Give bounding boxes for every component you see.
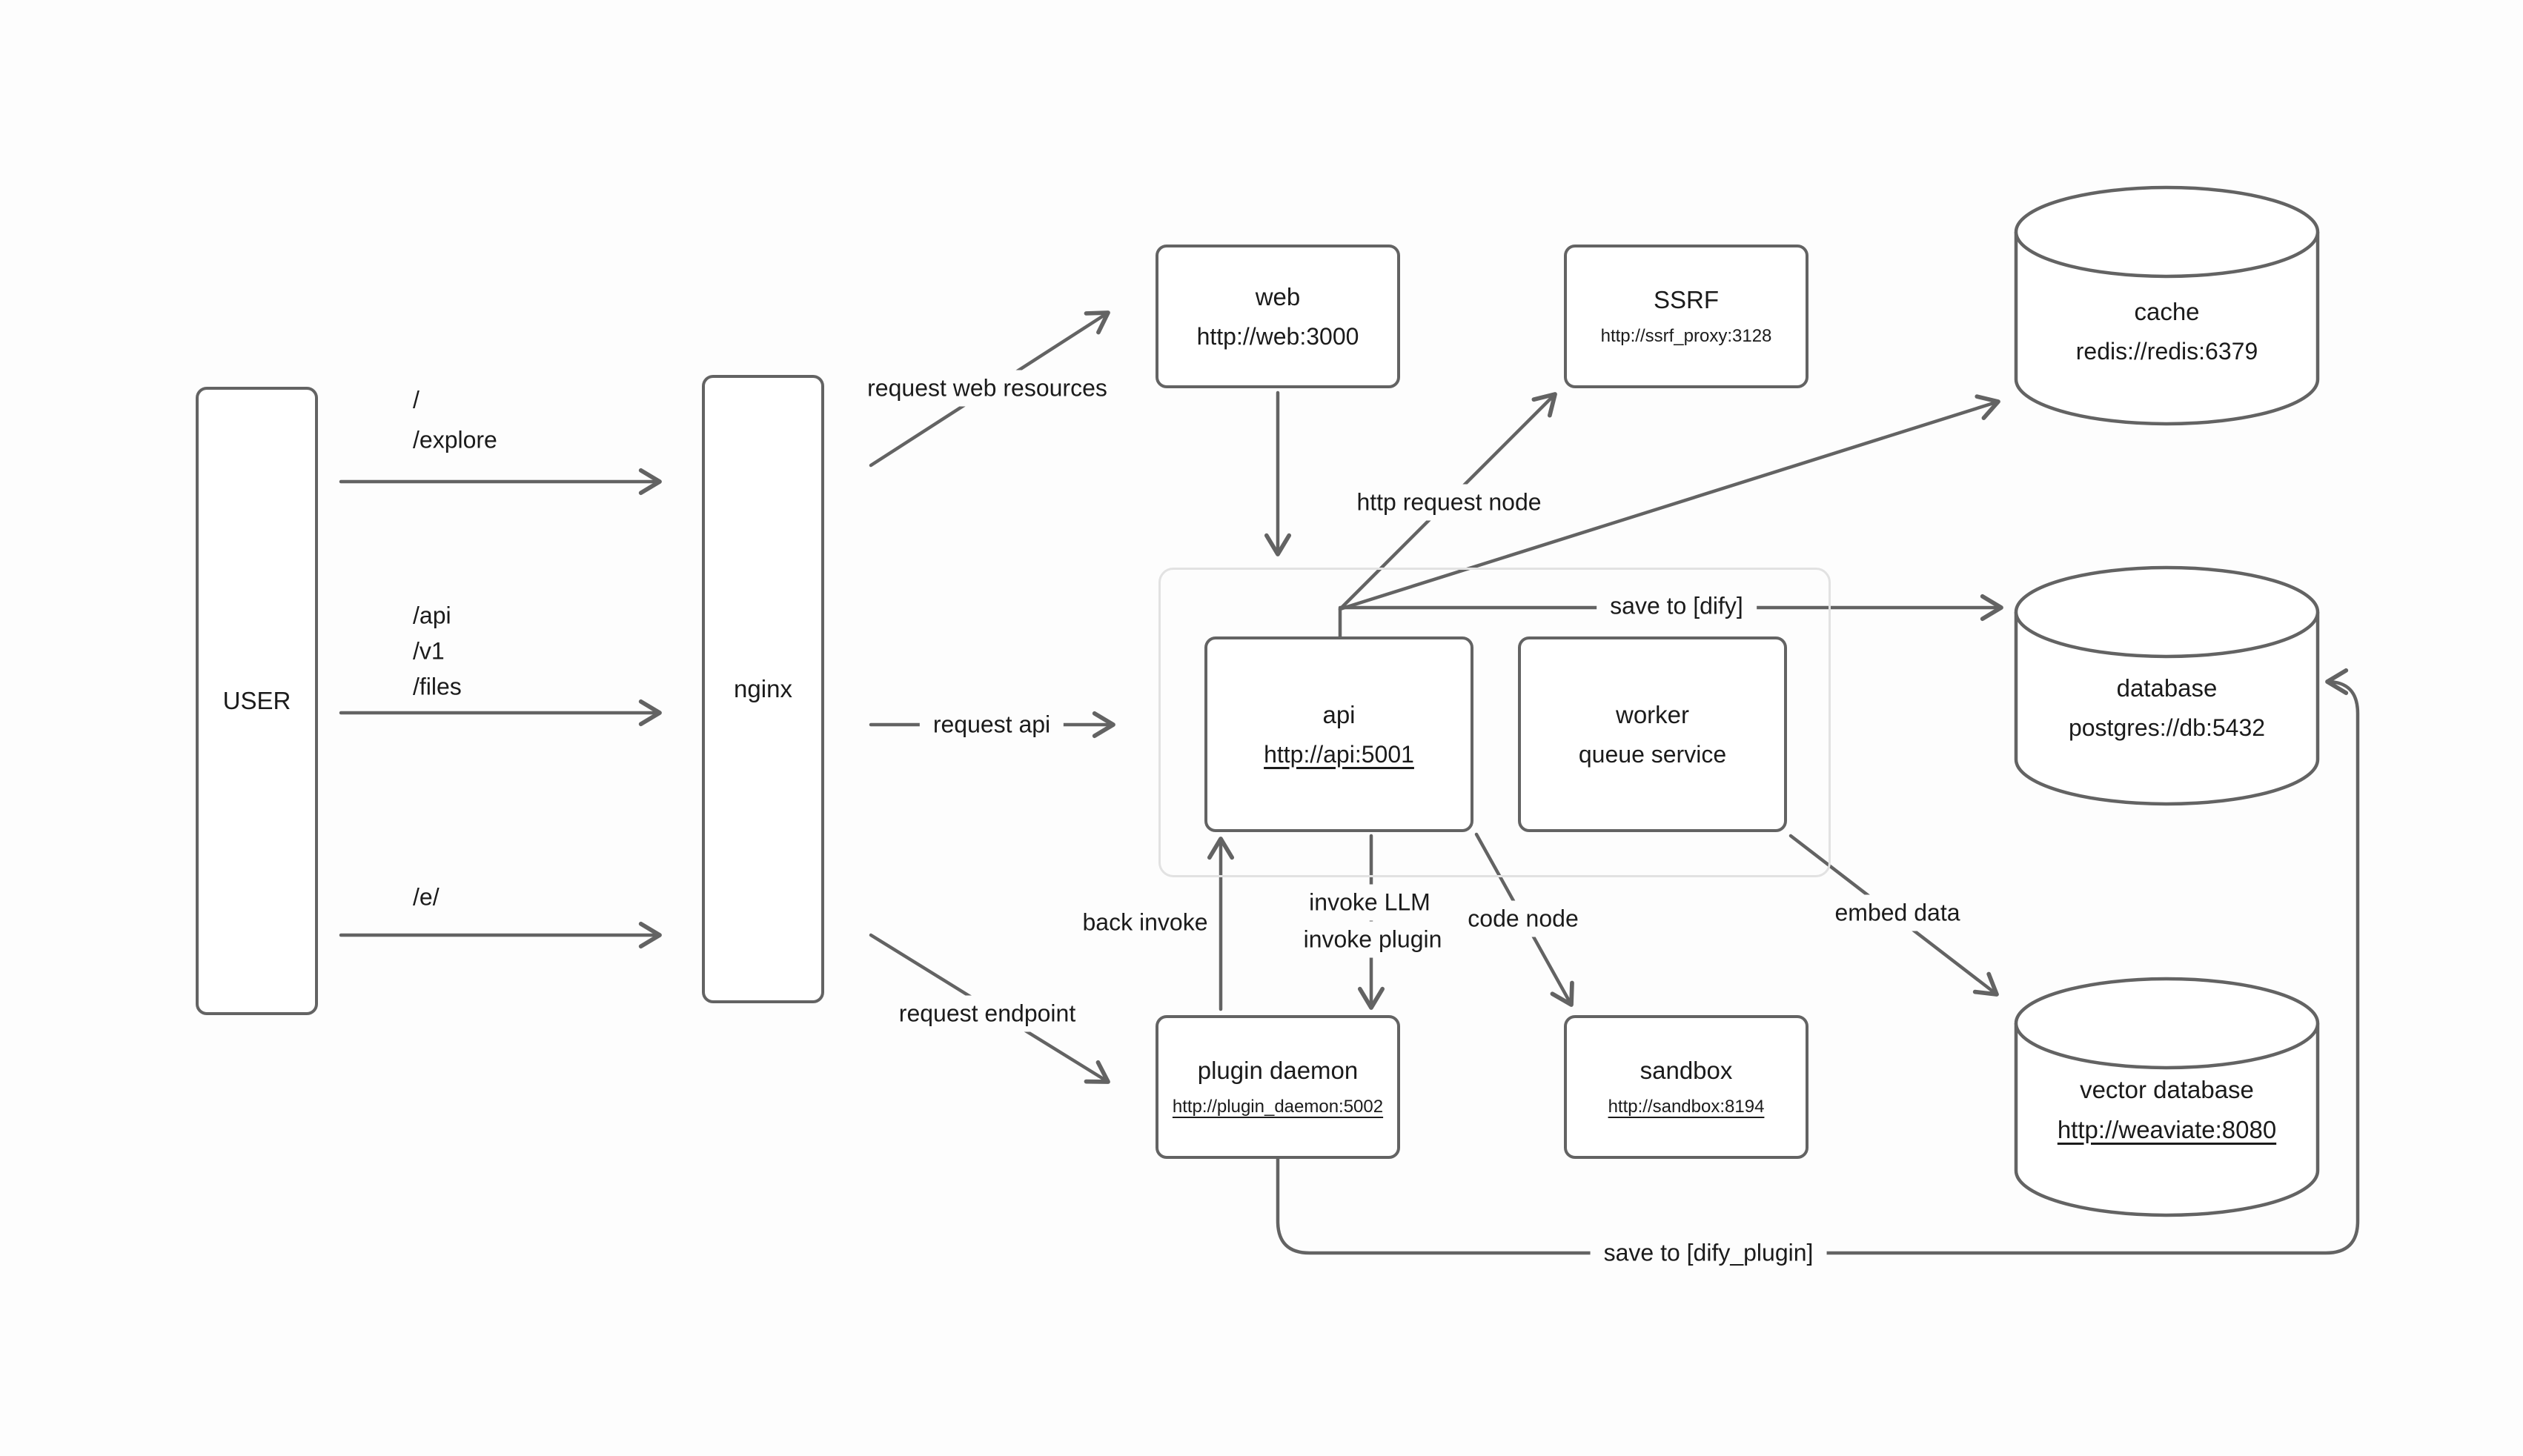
node-ssrf-label: SSRF [1653,286,1719,314]
node-web-url: http://web:3000 [1196,322,1359,350]
node-sandbox: sandbox http://sandbox:8194 [1564,1015,1808,1159]
node-database-url: postgres://db:5432 [2068,714,2266,741]
database-cylinder-shape [2014,565,2320,806]
api-worker-group-frame [1158,568,1831,877]
node-user-label: USER [222,687,291,715]
node-api: api http://api:5001 [1204,636,1473,832]
node-plugin-daemon-label: plugin daemon [1197,1057,1359,1085]
node-vector-database-label: vector database [2080,1076,2254,1103]
edge-label-save-to-dify: save to [dify] [1597,588,1757,625]
edge-label-code-node: code node [1454,900,1592,937]
node-nginx-label: nginx [734,675,792,703]
node-web: web http://web:3000 [1156,245,1400,388]
edge-label-embed-data: embed data [1821,894,1974,931]
node-worker-subtitle: queue service [1578,740,1727,768]
node-sandbox-url: http://sandbox:8194 [1608,1097,1765,1117]
node-cache-url: redis://redis:6379 [2075,337,2258,365]
edge-label-save-to-dify-plugin: save to [dify_plugin] [1590,1234,1827,1271]
route-explore: /explore [413,426,497,453]
node-nginx: nginx [702,375,824,1003]
edge-label-request-web-resources: request web resources [854,370,1121,407]
node-api-label: api [1322,700,1356,728]
node-cache: cache redis://redis:6379 [2016,298,2318,365]
edge-label-request-api: request api [919,706,1064,743]
route-files: /files [413,673,462,700]
node-ssrf-url: http://ssrf_proxy:3128 [1600,326,1772,347]
edge-plugin-daemon-database [1276,668,2360,1255]
route-api: /api [413,602,451,629]
node-api-url: http://api:5001 [1264,740,1414,768]
node-worker-label: worker [1615,700,1690,728]
node-vector-database-url: http://weaviate:8080 [2057,1115,2277,1143]
edge-label-back-invoke: back invoke [1082,908,1208,936]
cache-cylinder-shape [2014,185,2320,426]
edge-label-http-request-node: http request node [1343,484,1555,521]
node-ssrf: SSRF http://ssrf_proxy:3128 [1564,245,1808,388]
node-cache-label: cache [2134,298,2200,325]
node-worker: worker queue service [1518,636,1787,832]
node-user: USER [196,387,318,1015]
node-database-label: database [2116,674,2218,702]
route-v1: /v1 [413,637,445,665]
edge-label-invoke-llm: invoke LLM [1296,884,1444,921]
node-sandbox-label: sandbox [1640,1057,1733,1085]
edge-label-invoke-plugin: invoke plugin [1290,921,1456,958]
edge-label-request-endpoint: request endpoint [885,995,1090,1032]
node-web-label: web [1255,282,1301,310]
node-database: database postgres://db:5432 [2016,674,2318,742]
edge-api-cache [1338,394,2000,611]
node-vector-database: vector database http://weaviate:8080 [2016,1076,2318,1144]
vector-database-cylinder-shape [2014,977,2320,1217]
node-plugin-daemon-url: http://plugin_daemon:5002 [1172,1097,1384,1117]
route-e: /e/ [413,883,440,911]
node-plugin-daemon: plugin daemon http://plugin_daemon:5002 [1156,1015,1400,1159]
route-root: / [413,386,420,413]
